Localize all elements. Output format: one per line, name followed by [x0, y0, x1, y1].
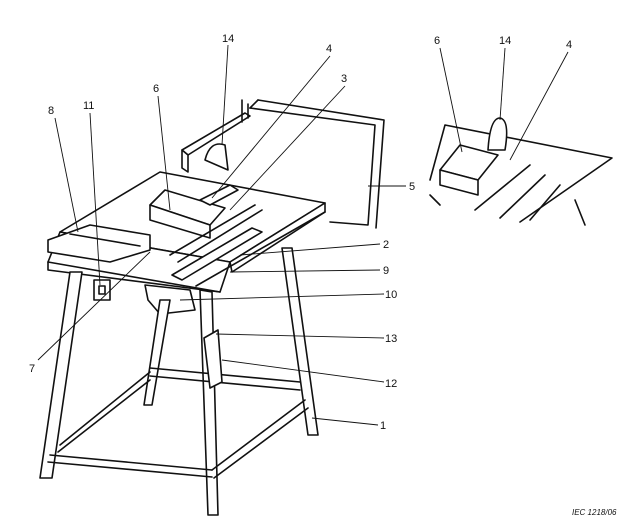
label-12: 12 — [385, 378, 397, 390]
label-9: 9 — [383, 265, 389, 277]
blade-guard — [204, 143, 229, 171]
label-3: 3 — [341, 73, 347, 85]
label-8: 8 — [48, 105, 54, 117]
sliding-carriage — [47, 224, 151, 263]
label-13: 13 — [385, 333, 397, 345]
label-11: 11 — [83, 100, 94, 112]
blade-assembly — [149, 184, 263, 281]
label-7: 7 — [29, 363, 35, 375]
inset-detail — [429, 117, 613, 226]
part-labels: 14 4 3 6 8 11 5 2 9 10 7 13 12 1 6 14 4 — [29, 33, 572, 432]
label-4: 4 — [326, 43, 332, 55]
figure-caption: IEC 1218/06 — [572, 508, 617, 517]
label-1: 1 — [380, 420, 386, 432]
label-2: 2 — [383, 239, 389, 251]
label-5: 5 — [409, 181, 415, 193]
inset-label-4: 4 — [566, 39, 572, 51]
extension-frame — [249, 99, 385, 229]
inset-label-6: 6 — [434, 35, 440, 47]
label-6: 6 — [153, 83, 159, 95]
label-10: 10 — [385, 289, 397, 301]
push-stick-holder — [203, 329, 223, 389]
rip-fence-bar — [181, 99, 251, 173]
inset-label-14: 14 — [499, 35, 511, 47]
switch-box — [93, 279, 111, 301]
leader-lines — [37, 44, 569, 426]
label-14: 14 — [222, 33, 234, 45]
